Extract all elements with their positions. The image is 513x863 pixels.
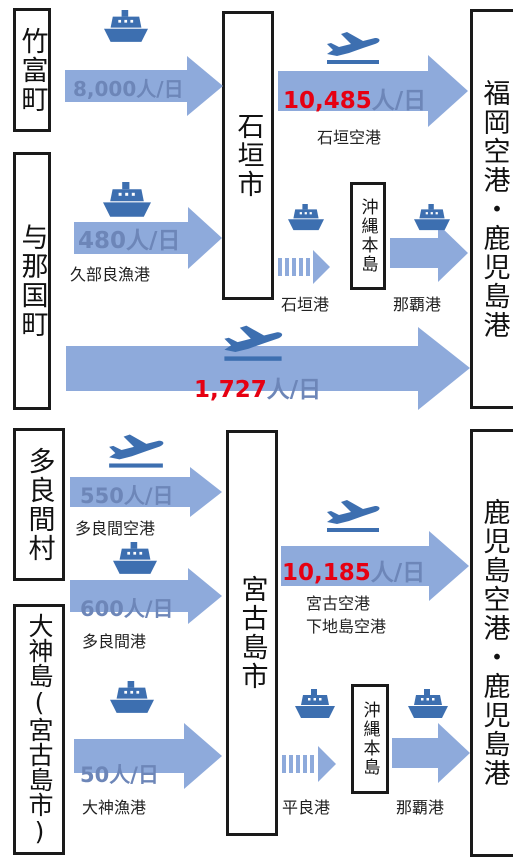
hub-miyakojima: 宮古島市 [226,430,278,836]
arrow-taketomi [65,56,223,116]
flow-taketomi: 8,000人/日 [73,77,184,101]
flow-tarama-air: 550人/日 [80,484,174,508]
airplane-icon [220,319,286,363]
ship-icon [295,689,335,719]
transit-okinawa-bottom: 沖縄本島 [351,684,389,794]
destination-top: 福岡空港・鹿児島港 [470,9,513,409]
port-hirara: 平良港 [282,798,331,817]
arrow-naha-bottom [392,723,470,783]
ship-icon [104,10,148,43]
transit-okinawa-top: 沖縄本島 [350,182,386,290]
port-miyako-airport: 宮古空港 [306,594,371,613]
port-tarama-airport: 多良間空港 [75,519,156,538]
destination-bottom: 鹿児島空港・鹿児島港 [470,429,513,857]
port-shimojishima-airport: 下地島空港 [306,617,387,636]
origin-tarama-label: 多良間村 [23,446,55,563]
port-ishigaki-port: 石垣港 [281,295,330,314]
port-ishigaki-airport: 石垣空港 [317,128,382,147]
flow-yonaguni-ship: 480人/日 [78,228,181,254]
ship-icon [110,681,154,714]
port-naha-bottom: 那覇港 [396,798,445,817]
arrow-miyako-air [281,531,469,601]
arrow-tarama-air [70,467,222,517]
flow-tarama-ship: 600人/日 [80,597,174,621]
arrow-yonaguni-ship [74,207,222,269]
arrow-ishigaki-port-dashed [278,250,330,284]
flow-yonaguni-air: 1,727人/日 [194,377,322,403]
arrow-yonaguni-air [66,327,470,410]
ship-icon [288,204,324,231]
arrow-tarama-ship [70,568,222,624]
origin-ogami-label: 大神島(宮古島市) [25,613,54,846]
origin-yonaguni: 与那国町 [13,152,51,410]
hub-miyakojima-label: 宮古島市 [236,575,268,691]
origin-yonaguni-label: 与那国町 [16,223,48,339]
origin-tarama: 多良間村 [13,428,65,581]
arrow-ishigaki-air [278,55,468,127]
origin-ogami: 大神島(宮古島市) [13,604,65,855]
arrow-naha-top [390,224,468,282]
arrow-hirara-dashed [282,746,336,782]
flow-ogami-ship: 50人/日 [80,763,159,787]
airplane-icon [323,494,383,534]
arrow-ogami-ship [74,723,222,789]
ship-icon [113,542,157,575]
hub-ishigaki-label: 石垣市 [232,112,264,199]
transit-okinawa-bottom-label: 沖縄本島 [359,701,380,777]
port-kubura: 久部良漁港 [70,265,151,284]
airplane-icon [323,26,383,66]
port-tarama-port: 多良間港 [82,632,147,651]
origin-taketomi-label: 竹富町 [16,26,48,114]
ship-icon [408,689,448,719]
flow-ishigaki-air: 10,485人/日 [283,88,427,114]
port-ogami: 大神漁港 [82,798,147,817]
transit-okinawa-top-label: 沖縄本島 [357,198,378,274]
ship-icon [414,204,450,231]
origin-taketomi: 竹富町 [13,8,51,132]
destination-top-label: 福岡空港・鹿児島港 [478,78,510,340]
port-naha-top: 那覇港 [393,295,442,314]
hub-ishigaki: 石垣市 [222,11,274,300]
destination-bottom-label: 鹿児島空港・鹿児島港 [478,498,510,788]
airplane-icon [105,428,167,470]
flow-miyako-air: 10,185人/日 [282,560,426,586]
ship-icon [103,182,151,218]
